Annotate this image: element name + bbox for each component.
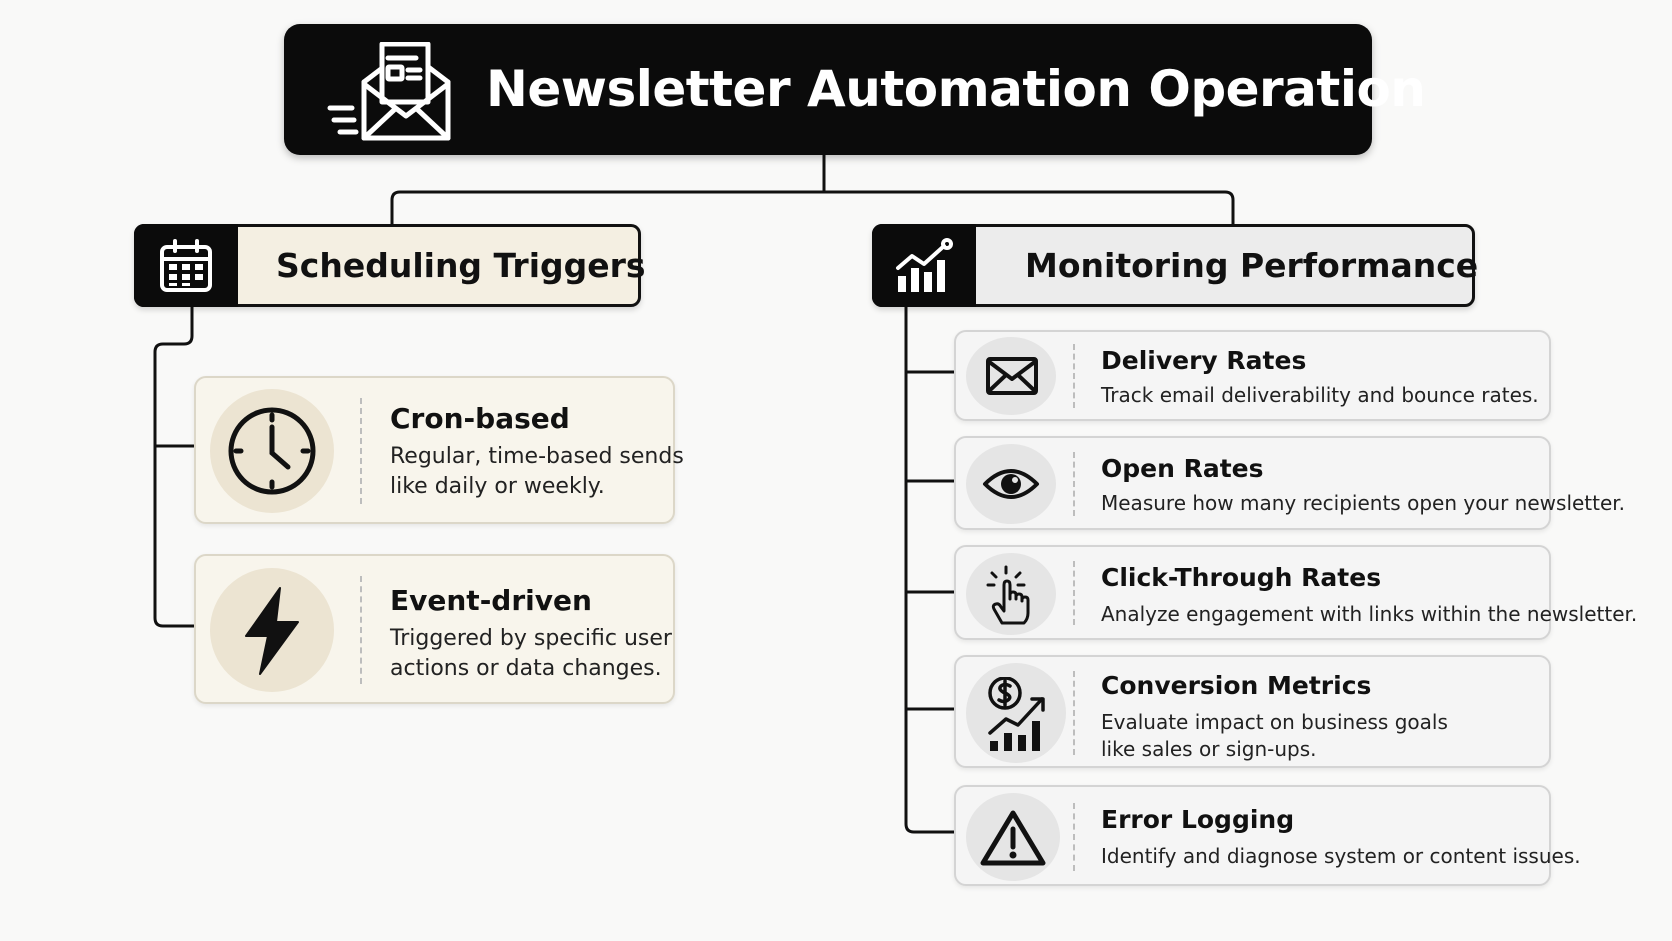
error-logging-desc: Identify and diagnose system or content … <box>1101 844 1581 868</box>
pointer-click-icon <box>986 565 1042 627</box>
click-through-rates-card: Click-Through Rates Analyze engagement w… <box>954 545 1637 640</box>
conversion-metrics-card: Conversion Metrics Evaluate impact on bu… <box>954 655 1551 768</box>
error-logging-card: Error Logging Identify and diagnose syst… <box>954 785 1581 886</box>
delivery-icon-circle <box>966 337 1056 415</box>
open-icon-circle <box>966 444 1056 524</box>
conversion-metrics-desc: Evaluate impact on business goals like s… <box>1101 709 1448 763</box>
calendar-icon <box>158 238 214 294</box>
click-through-rates-desc: Analyze engagement with links within the… <box>1101 602 1638 626</box>
delivery-rates-desc: Track email deliverability and bounce ra… <box>1101 383 1539 407</box>
error-icon-circle <box>966 793 1060 881</box>
card-divider <box>1073 561 1075 625</box>
conversion-icon-circle <box>966 663 1066 763</box>
title-banner: Newsletter Automation Operation <box>284 24 1426 155</box>
card-divider <box>1073 452 1075 516</box>
event-icon-circle <box>210 568 334 692</box>
conversion-metrics-desc-line-2: like sales or sign-ups. <box>1101 737 1317 761</box>
card-divider <box>360 576 362 684</box>
scheduling-triggers-header: Scheduling Triggers <box>134 224 646 307</box>
scheduling-triggers-title: Scheduling Triggers <box>276 246 646 285</box>
open-rates-desc: Measure how many recipients open your ne… <box>1101 491 1626 515</box>
conversion-metrics-title: Conversion Metrics <box>1101 671 1372 700</box>
card-divider <box>360 398 362 504</box>
event-driven-desc-line-2: actions or data changes. <box>390 656 662 681</box>
conversion-metrics-desc-line-1: Evaluate impact on business goals <box>1101 710 1448 734</box>
envelope-icon <box>986 357 1038 395</box>
page-title: Newsletter Automation Operation <box>486 60 1426 118</box>
lightning-bolt-icon <box>240 586 304 676</box>
card-divider <box>1073 803 1075 871</box>
bar-chart-trend-icon <box>894 238 954 294</box>
cron-icon-circle <box>210 389 334 513</box>
scheduling-icon-box <box>134 224 238 307</box>
card-divider <box>1073 671 1075 755</box>
error-logging-title: Error Logging <box>1101 805 1295 834</box>
card-divider <box>1073 344 1075 408</box>
clock-icon <box>226 405 318 497</box>
monitoring-performance-title: Monitoring Performance <box>1025 246 1479 285</box>
newsletter-envelope-icon <box>324 42 454 142</box>
delivery-rates-card: Delivery Rates Track email deliverabilit… <box>954 330 1551 421</box>
open-rates-card: Open Rates Measure how many recipients o… <box>954 436 1625 530</box>
warning-triangle-icon <box>980 809 1046 867</box>
event-driven-card: Event-driven Triggered by specific user … <box>194 554 675 704</box>
click-icon-circle <box>966 553 1056 635</box>
eye-icon <box>982 466 1040 502</box>
cron-based-card: Cron-based Regular, time-based sends lik… <box>194 376 684 524</box>
click-through-rates-title: Click-Through Rates <box>1101 563 1382 592</box>
monitoring-performance-header: Monitoring Performance <box>872 224 1479 307</box>
delivery-rates-title: Delivery Rates <box>1101 346 1307 375</box>
event-driven-desc-line-1: Triggered by specific user <box>390 626 672 651</box>
cron-based-desc: Regular, time-based sends like daily or … <box>390 442 684 502</box>
event-driven-title: Event-driven <box>390 584 592 617</box>
monitoring-icon-box <box>872 224 976 307</box>
open-rates-title: Open Rates <box>1101 454 1264 483</box>
cron-based-desc-line-1: Regular, time-based sends <box>390 444 684 469</box>
cron-based-desc-line-2: like daily or weekly. <box>390 474 605 499</box>
dollar-growth-chart-icon <box>986 677 1050 751</box>
event-driven-desc: Triggered by specific user actions or da… <box>390 624 672 684</box>
cron-based-title: Cron-based <box>390 402 570 435</box>
